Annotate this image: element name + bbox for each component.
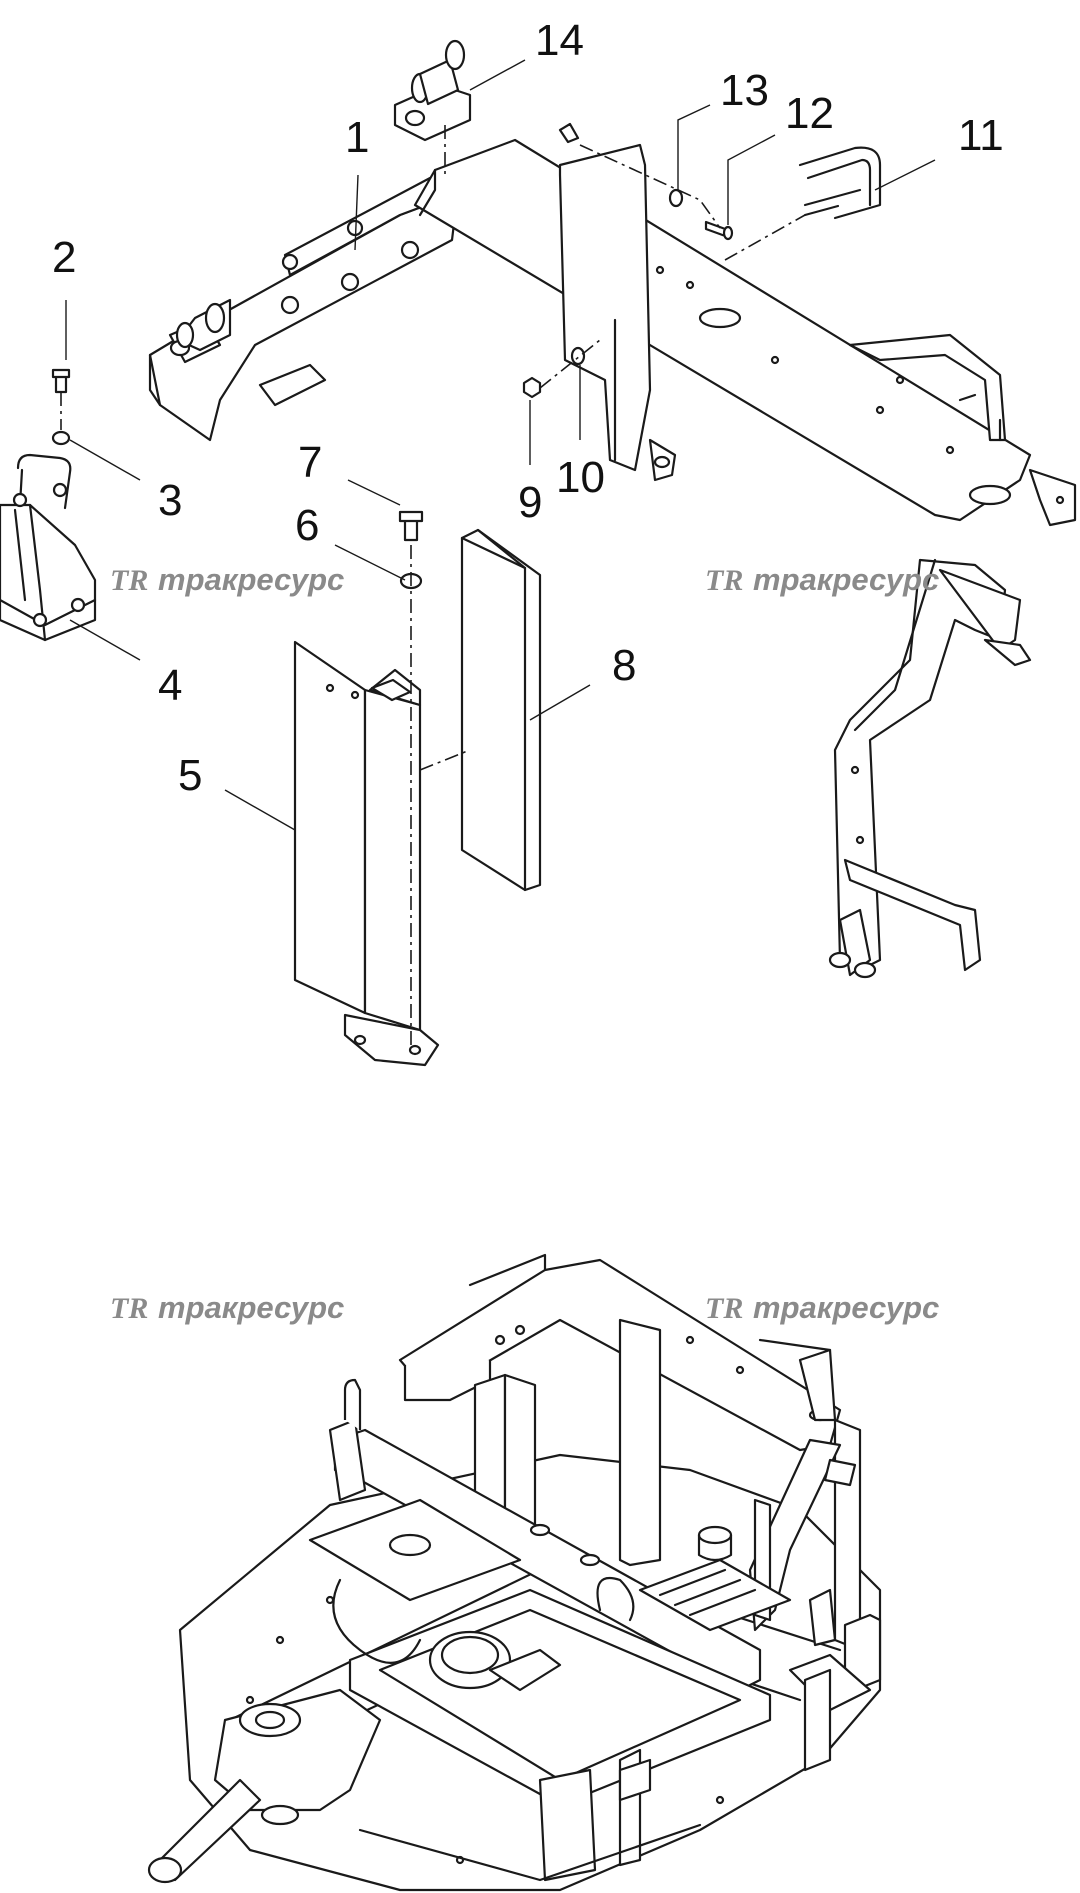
leader-lines <box>65 59 936 831</box>
watermark-text: тракресурс <box>158 562 344 597</box>
watermark-top-right: TR тракресурс <box>705 562 939 597</box>
part-10-washer <box>570 346 586 366</box>
callout-7: 7 <box>298 438 322 487</box>
callout-1: 1 <box>345 113 369 162</box>
callout-10: 10 <box>556 453 605 502</box>
part-3-washer <box>51 430 71 446</box>
part-1-bracket-plate <box>148 176 457 442</box>
part-12-bolt <box>704 220 734 241</box>
callout-11: 11 <box>958 111 1004 160</box>
watermark-text: тракресурс <box>158 1290 344 1325</box>
callout-numbers: 1 2 3 4 5 6 7 8 9 10 11 12 13 14 <box>52 16 1004 800</box>
rear-post <box>558 122 677 482</box>
watermark-logo-icon: TR <box>705 1292 743 1325</box>
part-5-column <box>293 640 440 1067</box>
part-8-pad <box>460 528 542 892</box>
callout-8: 8 <box>612 641 636 690</box>
watermark-logo-icon: TR <box>110 1292 148 1325</box>
callout-3: 3 <box>158 476 182 525</box>
watermark-logo-icon: TR <box>705 564 743 597</box>
right-leg <box>828 558 1032 979</box>
callout-12: 12 <box>785 89 834 138</box>
callout-4: 4 <box>158 661 182 710</box>
part-14-hinge <box>393 39 472 142</box>
part-9-nut <box>522 376 542 399</box>
watermark-text: тракресурс <box>753 1290 939 1325</box>
watermark-top-left: TR тракресурс <box>110 562 344 597</box>
callout-6: 6 <box>295 501 319 550</box>
callout-2: 2 <box>52 233 76 282</box>
watermark-logo-icon: TR <box>110 564 148 597</box>
callout-13: 13 <box>720 66 769 115</box>
part-4-bracket <box>0 453 97 642</box>
part-1-hinge-left <box>168 298 232 364</box>
watermark-bottom-left: TR тракресурс <box>110 1290 344 1325</box>
part-7-bolt <box>398 510 424 542</box>
assembled-view <box>147 1253 882 1892</box>
right-hoop <box>848 333 1007 442</box>
centerlines <box>60 125 806 1050</box>
watermark-text: тракресурс <box>753 562 939 597</box>
part-13-washer <box>668 188 684 208</box>
main-crossbar <box>413 138 1077 527</box>
part-11-u-bolt <box>798 146 882 220</box>
callout-9: 9 <box>518 478 542 527</box>
part-2-bolt <box>51 368 71 394</box>
watermark-bottom-right: TR тракресурс <box>705 1290 939 1325</box>
callout-5: 5 <box>178 751 202 800</box>
callout-14: 14 <box>535 16 584 65</box>
